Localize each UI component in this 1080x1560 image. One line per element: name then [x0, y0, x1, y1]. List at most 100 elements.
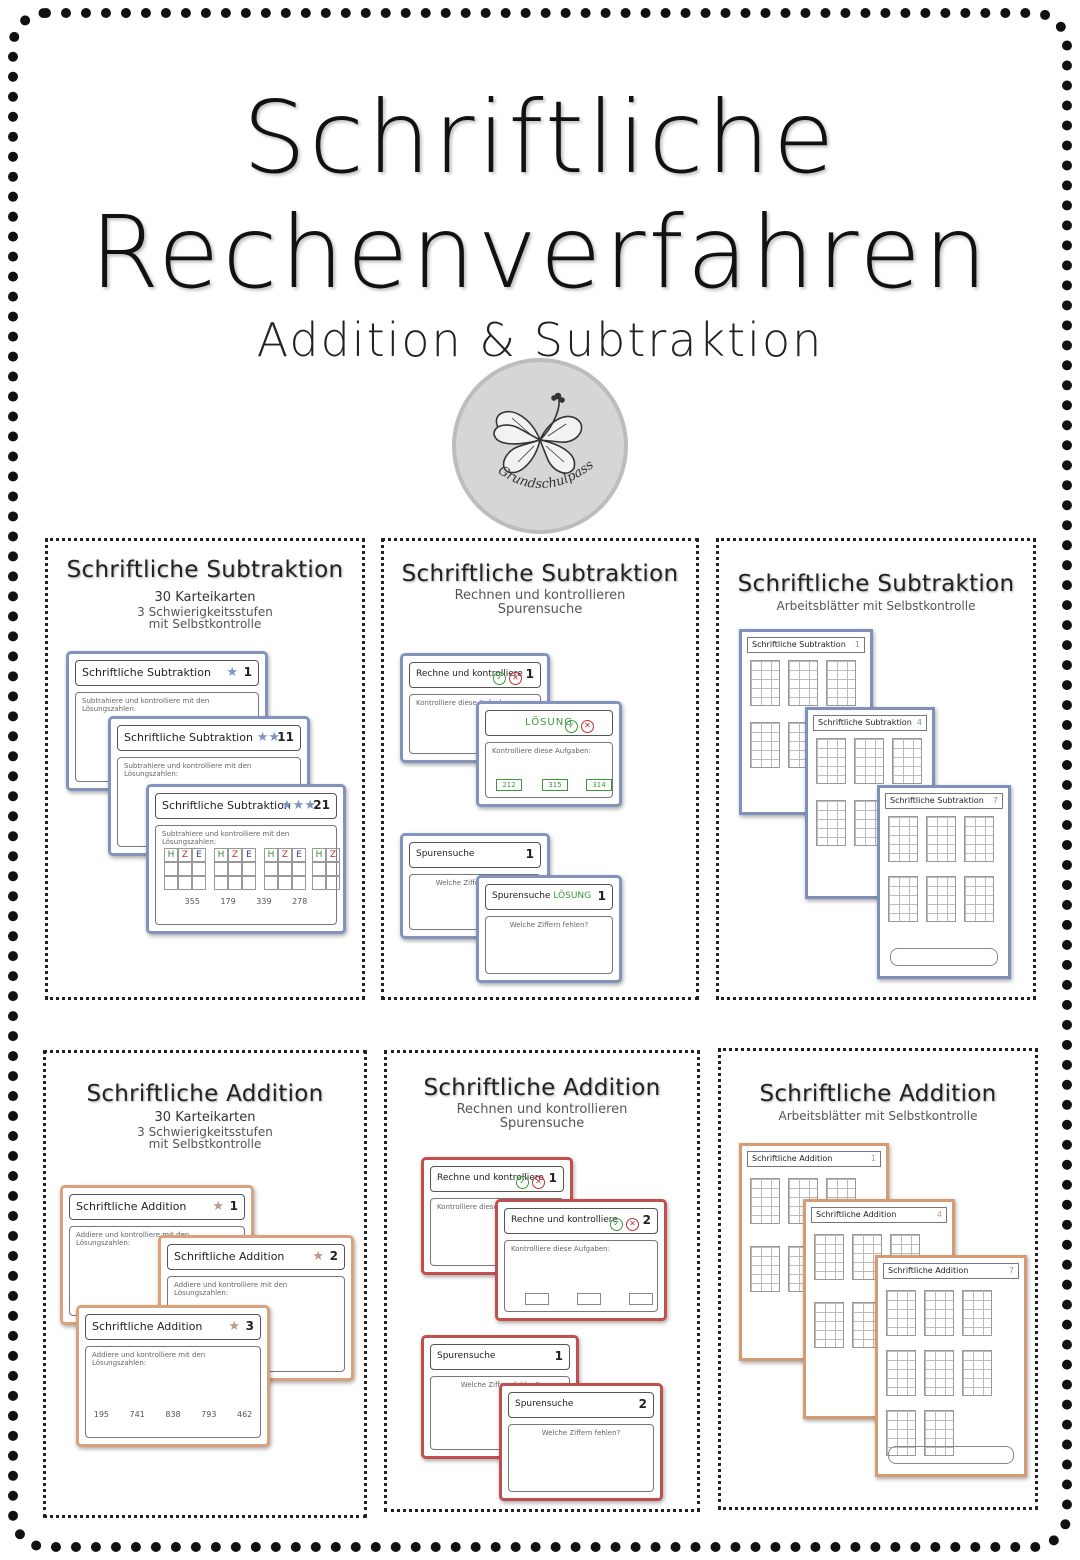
grid-label: Z [278, 848, 292, 862]
card-level: 1 [554, 1349, 563, 1363]
result-box: 212 [496, 779, 522, 791]
card-level: 3 [245, 1319, 254, 1333]
dotted-frame [8, 8, 1072, 1552]
card-title: Schriftliche Subtraktion [162, 799, 291, 812]
panel-title: Schriftliche Subtraktion [737, 571, 1015, 597]
cross-icon: ✕ [509, 672, 522, 685]
grid-label: Z [178, 848, 192, 862]
card: Schriftliche Subtraktion★★★21 Subtrahier… [146, 784, 346, 934]
panel-sub-1: Arbeitsblätter mit Selbstkontrolle [776, 599, 976, 613]
card-level: 1 [229, 1199, 238, 1213]
card-hint: Kontrolliere diese Aufgaben: [416, 699, 515, 707]
star-icon: ★ [212, 1199, 224, 1214]
panel-sub-2: Spurensuche [499, 1116, 585, 1131]
star-icon: ★★ [256, 730, 280, 745]
check-icon: ✓ [493, 672, 507, 685]
panel-sub-2: 3 Schwierigkeitsstufen [137, 605, 273, 619]
card-hint: Addiere und kontrolliere mit den Lösungs… [92, 1351, 206, 1367]
grid-label: E [242, 848, 256, 862]
worksheet: Schriftliche Subtraktion 7 [877, 785, 1011, 979]
panel-sub-1: 30 Karteikarten [154, 590, 256, 605]
card-level: 11 [277, 730, 294, 744]
sheet-level: 4 [916, 718, 922, 727]
star-icon: ★ [312, 1249, 324, 1264]
logo-text-arc: Grundschulpassion [452, 358, 597, 492]
card-level: 21 [313, 798, 330, 812]
card-title: Rechne und kontrolliere [437, 1173, 544, 1183]
panel-subtraction-practice: Schriftliche Subtraktion Rechnen und kon… [381, 538, 699, 1000]
sheet-title: Schriftliche Addition [816, 1210, 897, 1219]
panel-sub-2: 3 Schwierigkeitsstufen [137, 1125, 273, 1139]
star-icon: ★ [226, 665, 238, 680]
card-level: 1 [525, 847, 534, 861]
card: LÖSUNG✓ ✕ Kontrolliere diese Aufgaben: 2… [476, 701, 622, 807]
panel-sub-1: Arbeitsblätter mit Selbstkontrolle [778, 1109, 978, 1123]
title-block: Schriftliche Rechenverfahren Addition & … [0, 80, 1080, 370]
sheet-level: 7 [992, 796, 998, 805]
cross-icon: ✕ [532, 1176, 545, 1189]
panel-subtraction-cards: Schriftliche Subtraktion 30 Karteikarten… [45, 538, 365, 1000]
card-level: 1 [525, 667, 534, 681]
star-icon: ★★★ [281, 798, 316, 813]
sheet-level: 1 [854, 640, 860, 649]
sheet-title: Schriftliche Subtraktion [890, 796, 984, 805]
panel-sub-1: 30 Karteikarten [154, 1110, 256, 1125]
panel-title: Schriftliche Addition [86, 1081, 324, 1107]
grid-label: E [192, 848, 206, 862]
cross-icon: ✕ [626, 1218, 639, 1231]
card-title: Schriftliche Subtraktion [124, 731, 253, 744]
card-hint: Kontrolliere diese Aufgaben: [511, 1245, 610, 1253]
panel-sub-3: mit Selbstkontrolle [148, 617, 262, 631]
grid-label: E [292, 848, 306, 862]
star-icon: ★ [228, 1319, 240, 1334]
hibiscus-icon [493, 392, 583, 474]
title-line-1: Schriftliche [242, 79, 838, 196]
panel-addition-sheets: Schriftliche Addition Arbeitsblätter mit… [718, 1048, 1038, 1510]
grid-label: Z [326, 848, 340, 862]
card-hint: Addiere und kontrolliere mit den Lösungs… [174, 1281, 288, 1297]
sheet-title: Schriftliche Subtraktion [752, 640, 846, 649]
card-title: Schriftliche Subtraktion [82, 666, 211, 679]
panel-title: Schriftliche Addition [759, 1081, 997, 1107]
card-level: 2 [642, 1213, 651, 1227]
card-title: Schriftliche Addition [76, 1200, 187, 1213]
card-title: Spurensuche [416, 849, 475, 859]
card: Schriftliche Addition ★ 3 Addiere und kont… [76, 1305, 270, 1447]
grid-label: H [214, 848, 228, 862]
card-level: 2 [329, 1249, 338, 1263]
grid-label: H [264, 848, 278, 862]
loesung-label: LÖSUNG [525, 717, 573, 728]
answer-numbers: 355 179 339 278 [184, 897, 308, 906]
card-title: Rechne und kontrolliere [416, 669, 523, 679]
title-line-2: Rechenverfahren [89, 194, 991, 311]
result-box: 315 [542, 779, 568, 791]
sheet-level: 1 [870, 1154, 876, 1163]
check-icon: ✓ [610, 1218, 624, 1231]
grid-label: H [164, 848, 178, 862]
sheet-title: Schriftliche Subtraktion [818, 718, 912, 727]
check-icon: ✓ [516, 1176, 530, 1189]
result-box: 314 [586, 779, 612, 791]
card-hint: Kontrolliere diese Aufgaben: [492, 747, 591, 755]
panel-title: Schriftliche Subtraktion [66, 557, 344, 583]
sheet-level: 7 [1008, 1266, 1014, 1275]
card-title: Schriftliche Addition [92, 1320, 203, 1333]
panel-subtraction-sheets: Schriftliche Subtraktion Arbeitsblätter … [716, 538, 1036, 1000]
loesung-label: LÖSUNG [553, 891, 592, 901]
card-hint: Welche Ziffern fehlen? [509, 921, 589, 929]
panel-title: Schriftliche Addition [423, 1075, 661, 1101]
check-icon: ✓ [565, 720, 579, 733]
panel-sub-1: Rechnen und kontrollieren [456, 1102, 628, 1117]
card-level: 2 [638, 1397, 647, 1411]
sheet-level: 4 [936, 1210, 942, 1219]
card-level: 1 [548, 1171, 557, 1185]
svg-text:Grundschulpassion: Grundschulpassion [452, 358, 597, 492]
card-hint: Subtrahiere und kontrolliere mit den Lös… [124, 762, 252, 778]
cross-icon: ✕ [581, 720, 594, 733]
card-title: Rechne und kontrolliere [511, 1215, 618, 1225]
card-hint: Welche Ziffern fehlen? [435, 879, 515, 887]
card-hint: Kontrolliere diese Aufgaben: [437, 1203, 536, 1211]
